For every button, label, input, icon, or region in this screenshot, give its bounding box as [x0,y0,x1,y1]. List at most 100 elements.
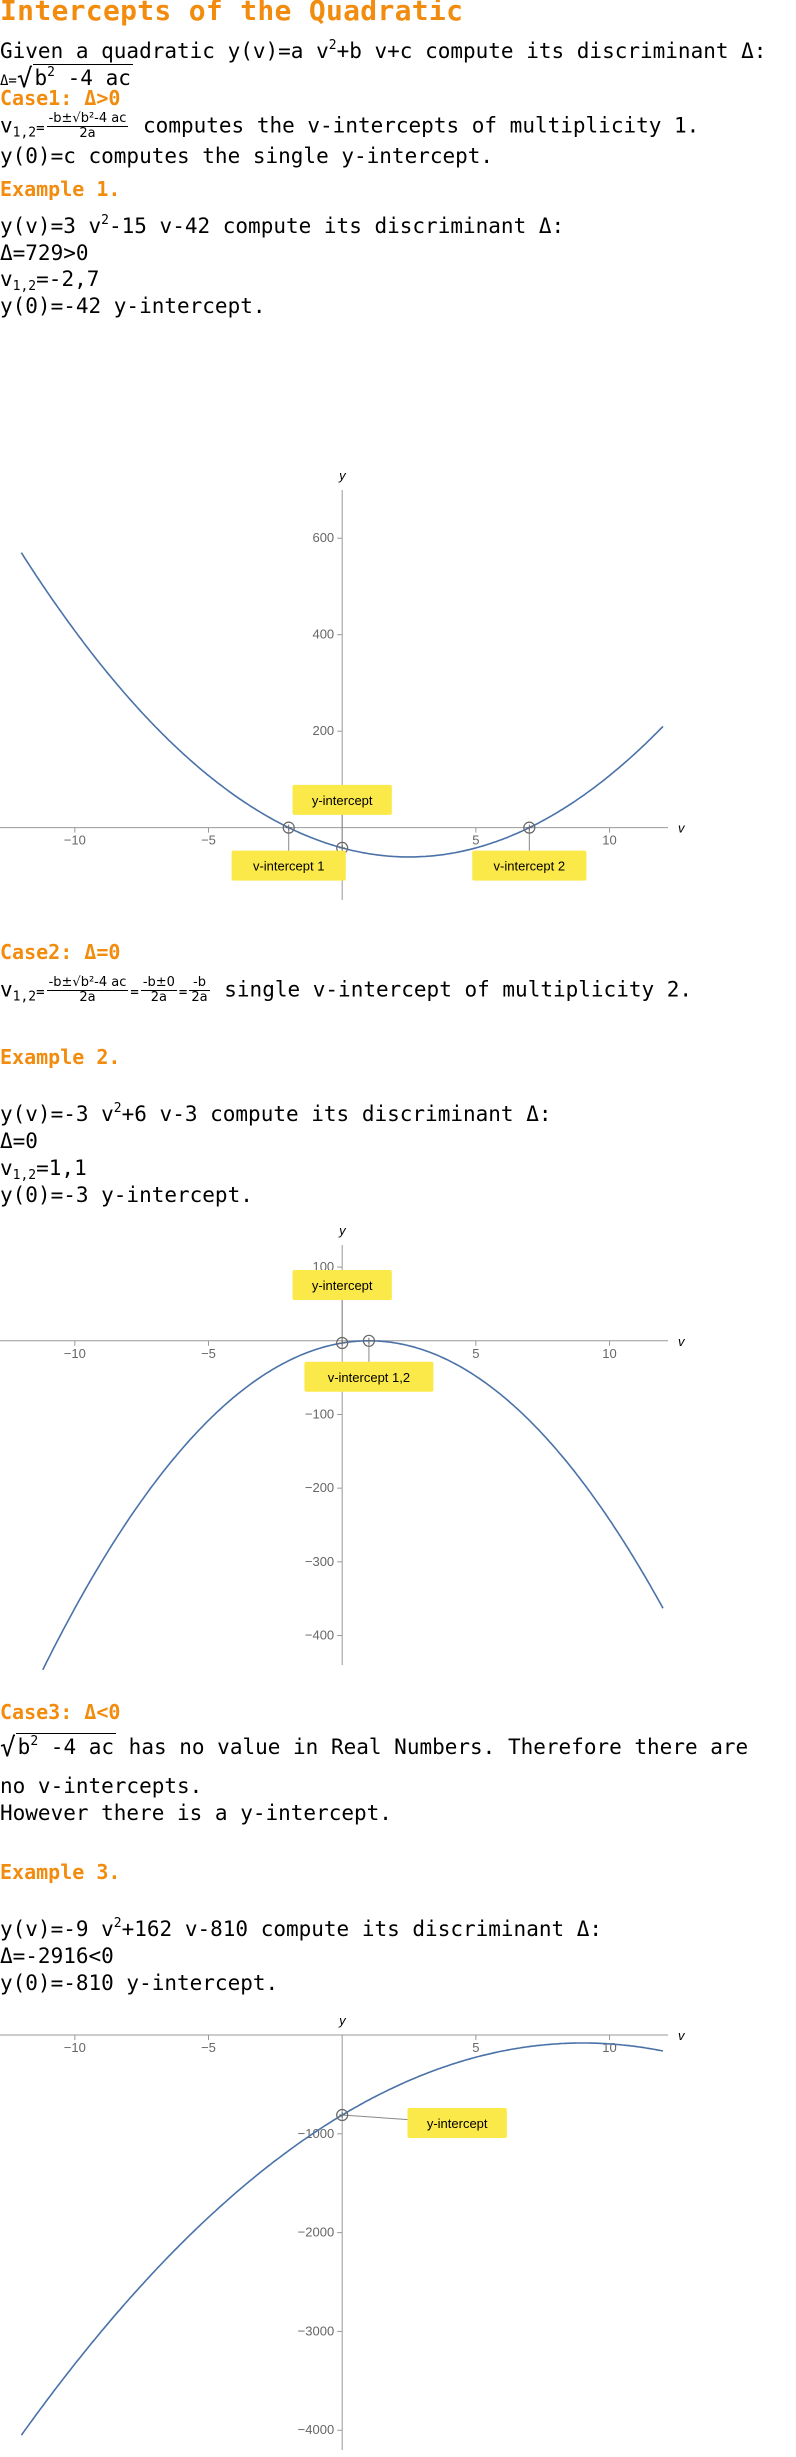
y-axis-label: y [338,2013,347,2028]
annotation-box [407,2108,507,2139]
fraction-numerator: -b±0 [140,975,177,991]
equals: = [36,984,45,1001]
y-tick-label: 400 [312,627,334,642]
annotation-label: v-intercept 2 [494,859,566,874]
x-tick-label: 10 [602,2040,616,2055]
exponent: 2 [113,1916,122,1931]
x-axis-label: v [678,1334,686,1349]
fraction-numerator: -b±√b²-4 ac [46,111,129,127]
y-tick-label: −3000 [298,2323,335,2338]
example1-roots: -2,7 [48,267,100,291]
x-tick-label: 10 [602,1346,616,1361]
fraction-denominator: 2a [191,990,208,1005]
example3-line3: y(0)=-810 y-intercept. [0,1971,279,1995]
intro-line: Given a quadratic y(v)=a v2+b v+c comput… [0,38,766,64]
fraction-numerator: -b±√b²-4 ac [46,975,129,991]
equals: = [130,984,139,1001]
v12: v [0,977,13,1002]
fraction-denominator: 2a [150,990,167,1005]
x-axis-label: v [678,2028,686,2043]
example3-func: y(v)=-9 v [0,1917,114,1941]
radical-sign: √ [0,1733,16,1763]
equals: = [36,267,49,291]
x-tick-label: 10 [602,833,616,848]
page-title: Intercepts of the Quadratic [0,0,464,27]
x-tick-label: −5 [201,2040,216,2055]
example3-heading: Example 3. [0,1860,121,1884]
annotation-label: y-intercept [427,2116,488,2131]
v12: v [0,1156,13,1180]
case1-text2: y(0)=c computes the single y-intercept. [0,144,494,168]
disc-tail: -4 ac [67,66,131,90]
exponent: 2 [113,1101,122,1116]
exponent: 2 [30,1734,39,1749]
annotation-label: v-intercept 1,2 [328,1370,410,1385]
intro-function: y(v)=a v [227,39,329,63]
example2-func: y(v)=-3 v [0,1102,114,1126]
case3-radicand-tail: -4 ac [50,1735,115,1759]
annotation-box [231,850,346,881]
x-tick-label: −10 [64,1346,86,1361]
example2-heading: Example 2. [0,1045,121,1069]
y-tick-label: 200 [312,723,334,738]
y-tick-label: −200 [305,1480,334,1495]
example2-line1: y(v)=-3 v2+6 v-3 compute its discriminan… [0,1101,552,1127]
y-axis-label: y [338,1225,347,1238]
intercept-marker [336,1336,349,1350]
y-tick-label: −2000 [298,2225,335,2240]
x-tick-label: −10 [64,833,86,848]
y-tick-label: −100 [305,1406,334,1421]
case3-text1: has no value in Real Numbers. Therefore … [128,1735,749,1759]
fraction-denominator: 2a [79,126,96,141]
x-tick-label: −10 [64,2040,86,2055]
case1-heading: Case1: Δ>0 [0,86,121,110]
discriminant-formula: Δ=√b2 -4 ac [0,64,133,94]
fraction-denominator: 2a [79,990,96,1005]
v12: v [0,267,13,291]
equals: = [36,120,45,137]
intercept-marker [336,2108,349,2122]
v12-sub: 1,2 [12,125,37,141]
disc-radicand: b [34,66,48,90]
y-tick-label: 600 [312,530,334,545]
intro-function-tail: +b v+c compute its discriminant Δ: [336,39,767,63]
annotation-label: y-intercept [312,793,373,808]
exponent: 2 [101,213,109,228]
x-tick-label: −5 [201,1346,216,1361]
x-tick-label: −5 [201,833,216,848]
case3-text3: However there is a y-intercept. [0,1801,392,1825]
example1-heading: Example 1. [0,177,121,201]
case2-text: single v-intercept of multiplicity 2. [224,977,693,1002]
y-tick-label: −4000 [298,2422,335,2437]
x-tick-label: 5 [472,1346,479,1361]
fraction-numerator: -b [189,976,210,991]
example1-line1: y(v)=3 v2-15 v-42 compute its discrimina… [0,213,564,239]
example1-line2: Δ=729>0 [0,241,89,265]
intercept-marker [282,821,295,834]
annotation-box [472,850,587,881]
x-axis-label: v [678,821,686,836]
v12-sub: 1,2 [12,989,37,1005]
example1-func: y(v)=3 v [0,214,102,238]
y-axis-label: y [338,468,347,483]
example1-line4: y(0)=-42 y-intercept. [0,294,266,318]
disc-lhs: Δ= [0,73,17,89]
case3-line1: √b2 -4 ac has no value in Real Numbers. … [0,1733,748,1761]
example3-line1: y(v)=-9 v2+162 v-810 compute its discrim… [0,1916,602,1942]
v12-sub: 1,2 [12,279,37,294]
annotation-box [292,1270,392,1300]
annotation-label: v-intercept 1 [253,859,325,874]
example2-line4: y(0)=-3 y-intercept. [0,1183,253,1207]
example1-line3: v1,2=-2,7 [0,266,100,294]
example3-func-tail: +162 v-810 compute its discriminant Δ: [121,1917,603,1941]
example2-roots: =1,1 [36,1156,87,1180]
annotation-label: y-intercept [312,1278,373,1293]
example3-line2: Δ=-2916<0 [0,1944,114,1968]
